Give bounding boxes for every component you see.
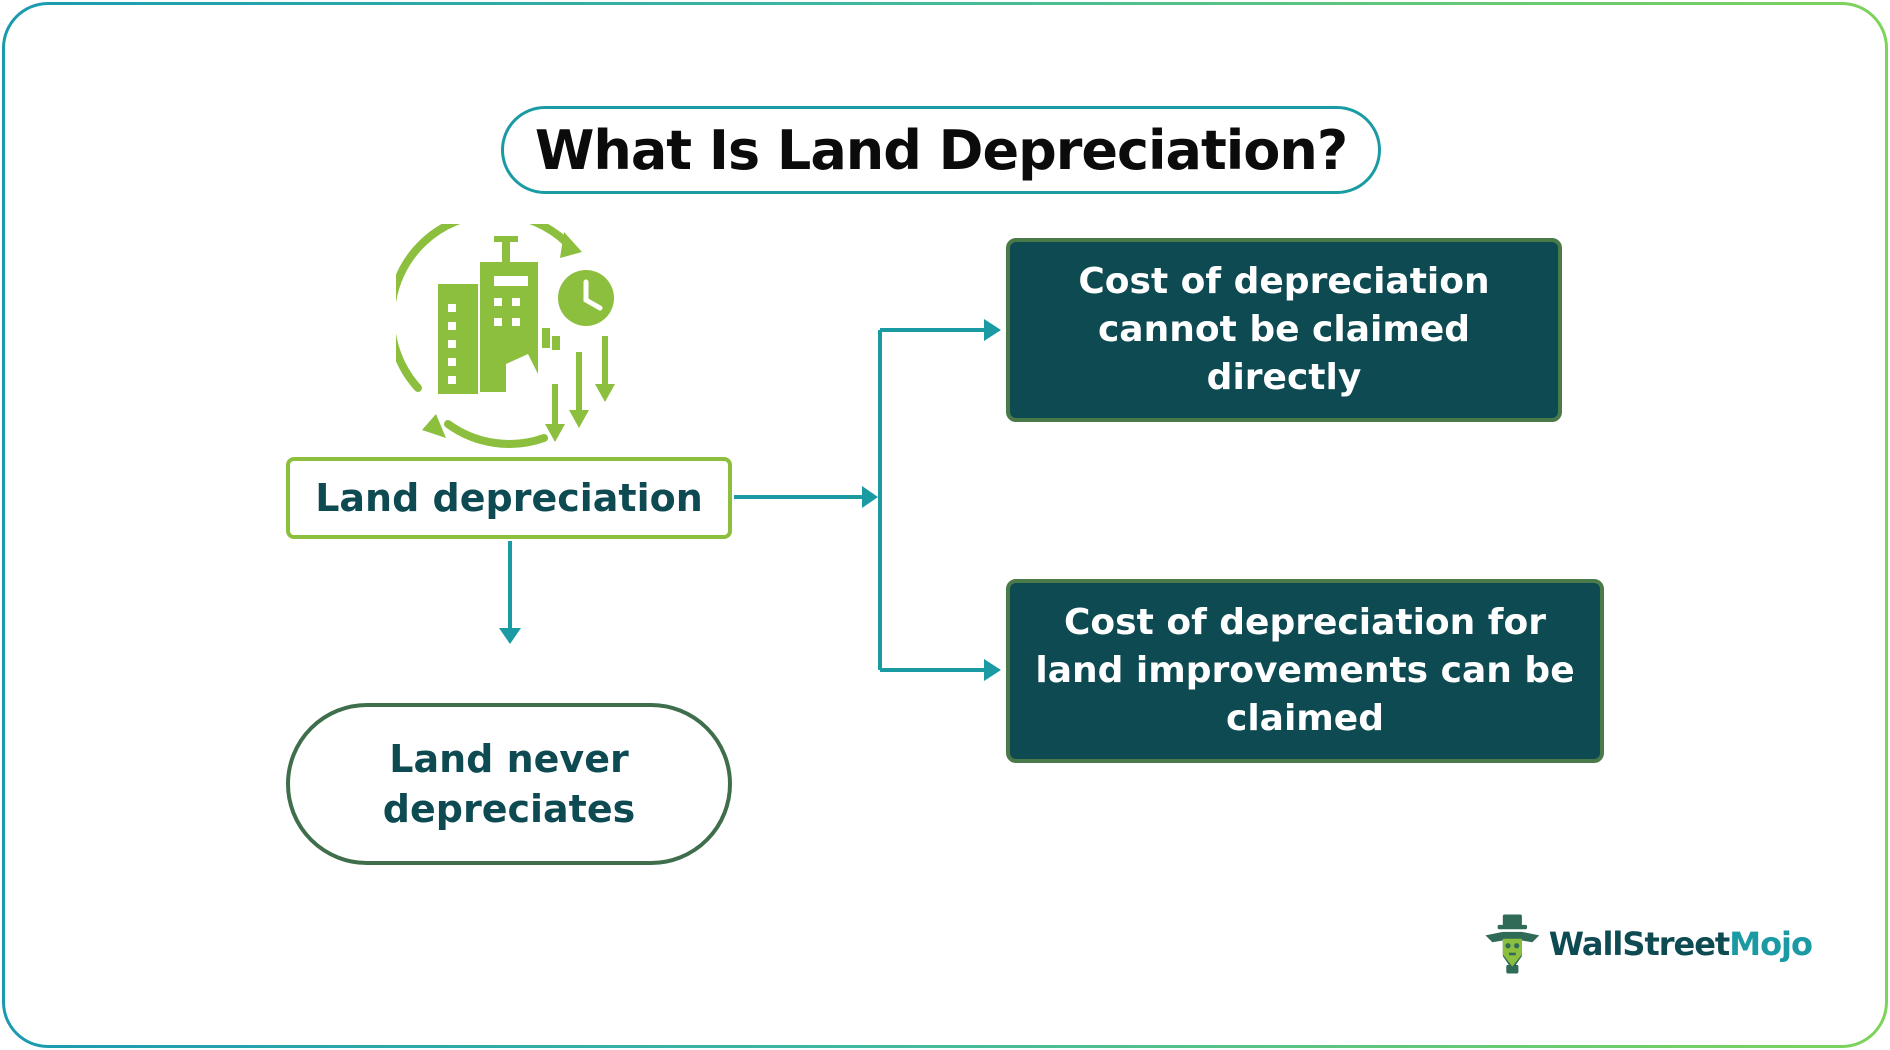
logo-wordmark-part2: Mojo [1729, 925, 1813, 963]
land-depreciation-node: Land depreciation [286, 457, 732, 539]
cost-improvements-claimed-node: Cost of depreciation for land improvemen… [1006, 579, 1604, 763]
logo-wordmark: WallStreetMojo [1548, 925, 1813, 963]
wallstreetmojo-mascot-icon [1485, 914, 1540, 974]
building-depreciation-icon [386, 209, 628, 448]
logo-wordmark-part1: WallStreet [1548, 925, 1731, 963]
land-never-depreciates-node: Land never depreciates [286, 703, 732, 865]
brand-logo: WallStreetMojo [1482, 908, 1813, 980]
cost-cannot-be-claimed-node: Cost of depreciation cannot be claimed d… [1006, 238, 1562, 422]
page-title: What Is Land Depreciation? [501, 106, 1381, 194]
